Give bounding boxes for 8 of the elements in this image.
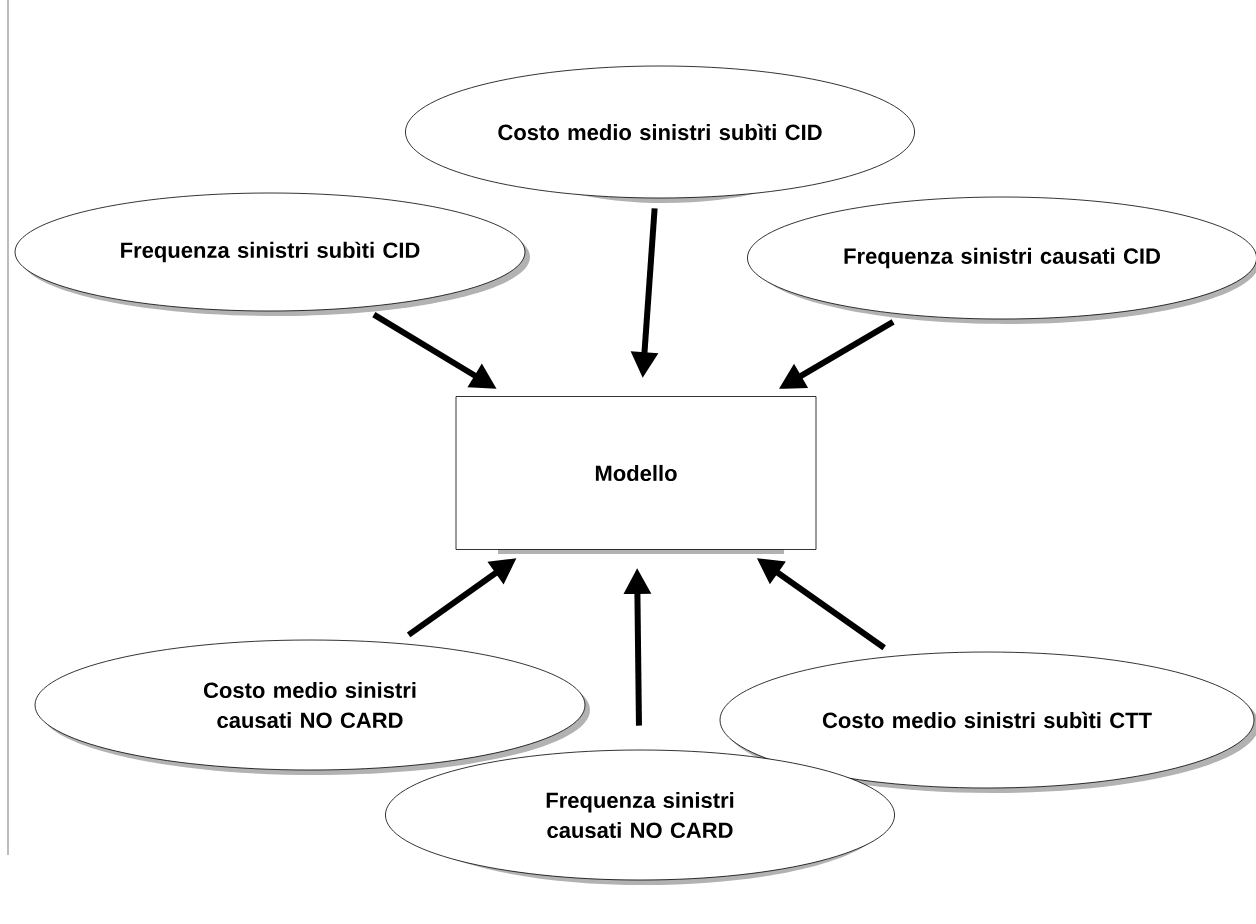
- model-box: Modello: [455, 396, 817, 554]
- ellipse-node: Frequenza sinistri causati CID: [747, 196, 1256, 324]
- ellipse-node: Costo medio sinistri causati NO CARD: [34, 639, 590, 775]
- node-label: Frequenza sinistri causati CID: [844, 247, 1160, 269]
- ellipse-node: Frequenza sinistri causati NO CARD: [385, 749, 895, 885]
- ellipse-node: Costo medio sinistri subìti CTT: [719, 651, 1256, 793]
- ellipse-node: Costo medio sinistri subìti CID: [405, 65, 915, 203]
- ellipse-node: Frequenza sinistri subìti CID: [14, 192, 530, 316]
